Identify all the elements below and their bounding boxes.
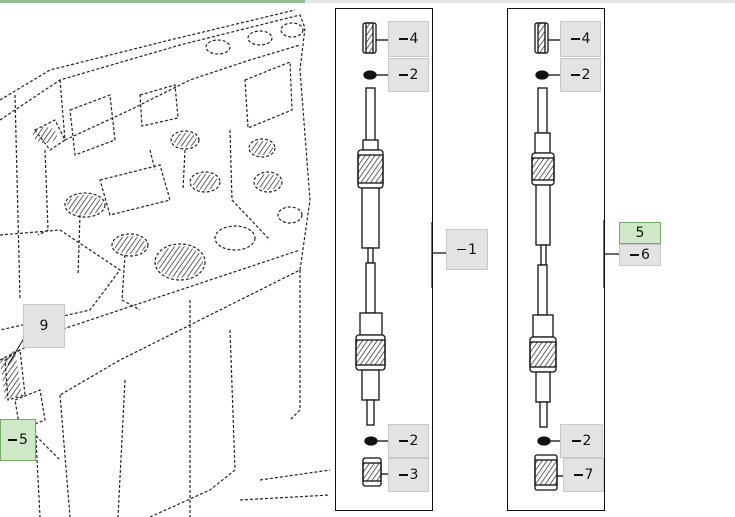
cab-dashboard-drawing bbox=[0, 9, 331, 517]
assembly-frame-a bbox=[335, 8, 433, 511]
callout-6[interactable]: 6 bbox=[619, 244, 661, 266]
callout-9[interactable]: 9 bbox=[23, 304, 65, 348]
callout-3[interactable]: 3 bbox=[388, 458, 429, 492]
top-highlight-bar bbox=[0, 0, 305, 3]
callout-5-right[interactable]: 5 bbox=[619, 222, 661, 244]
callout-2-b-bottom[interactable]: 2 bbox=[560, 424, 603, 458]
callout-1[interactable]: 1 bbox=[446, 229, 488, 270]
callout-2-a-bottom[interactable]: 2 bbox=[388, 424, 429, 458]
cable-assembly-b bbox=[529, 22, 563, 491]
cab-hatching bbox=[0, 127, 280, 400]
callout-2-a-top[interactable]: 2 bbox=[388, 58, 429, 92]
cable-assembly-a bbox=[355, 22, 388, 487]
callout-4-a[interactable]: 4 bbox=[388, 21, 429, 57]
bracket-5-6 bbox=[603, 220, 619, 288]
assembly-frame-b bbox=[507, 8, 605, 511]
callout-2-b-top[interactable]: 2 bbox=[560, 58, 601, 92]
callout-7[interactable]: 7 bbox=[563, 458, 604, 492]
top-grey-bar bbox=[305, 0, 735, 3]
callout-5-left[interactable]: 5 bbox=[0, 419, 36, 461]
callout-4-b[interactable]: 4 bbox=[560, 21, 601, 57]
